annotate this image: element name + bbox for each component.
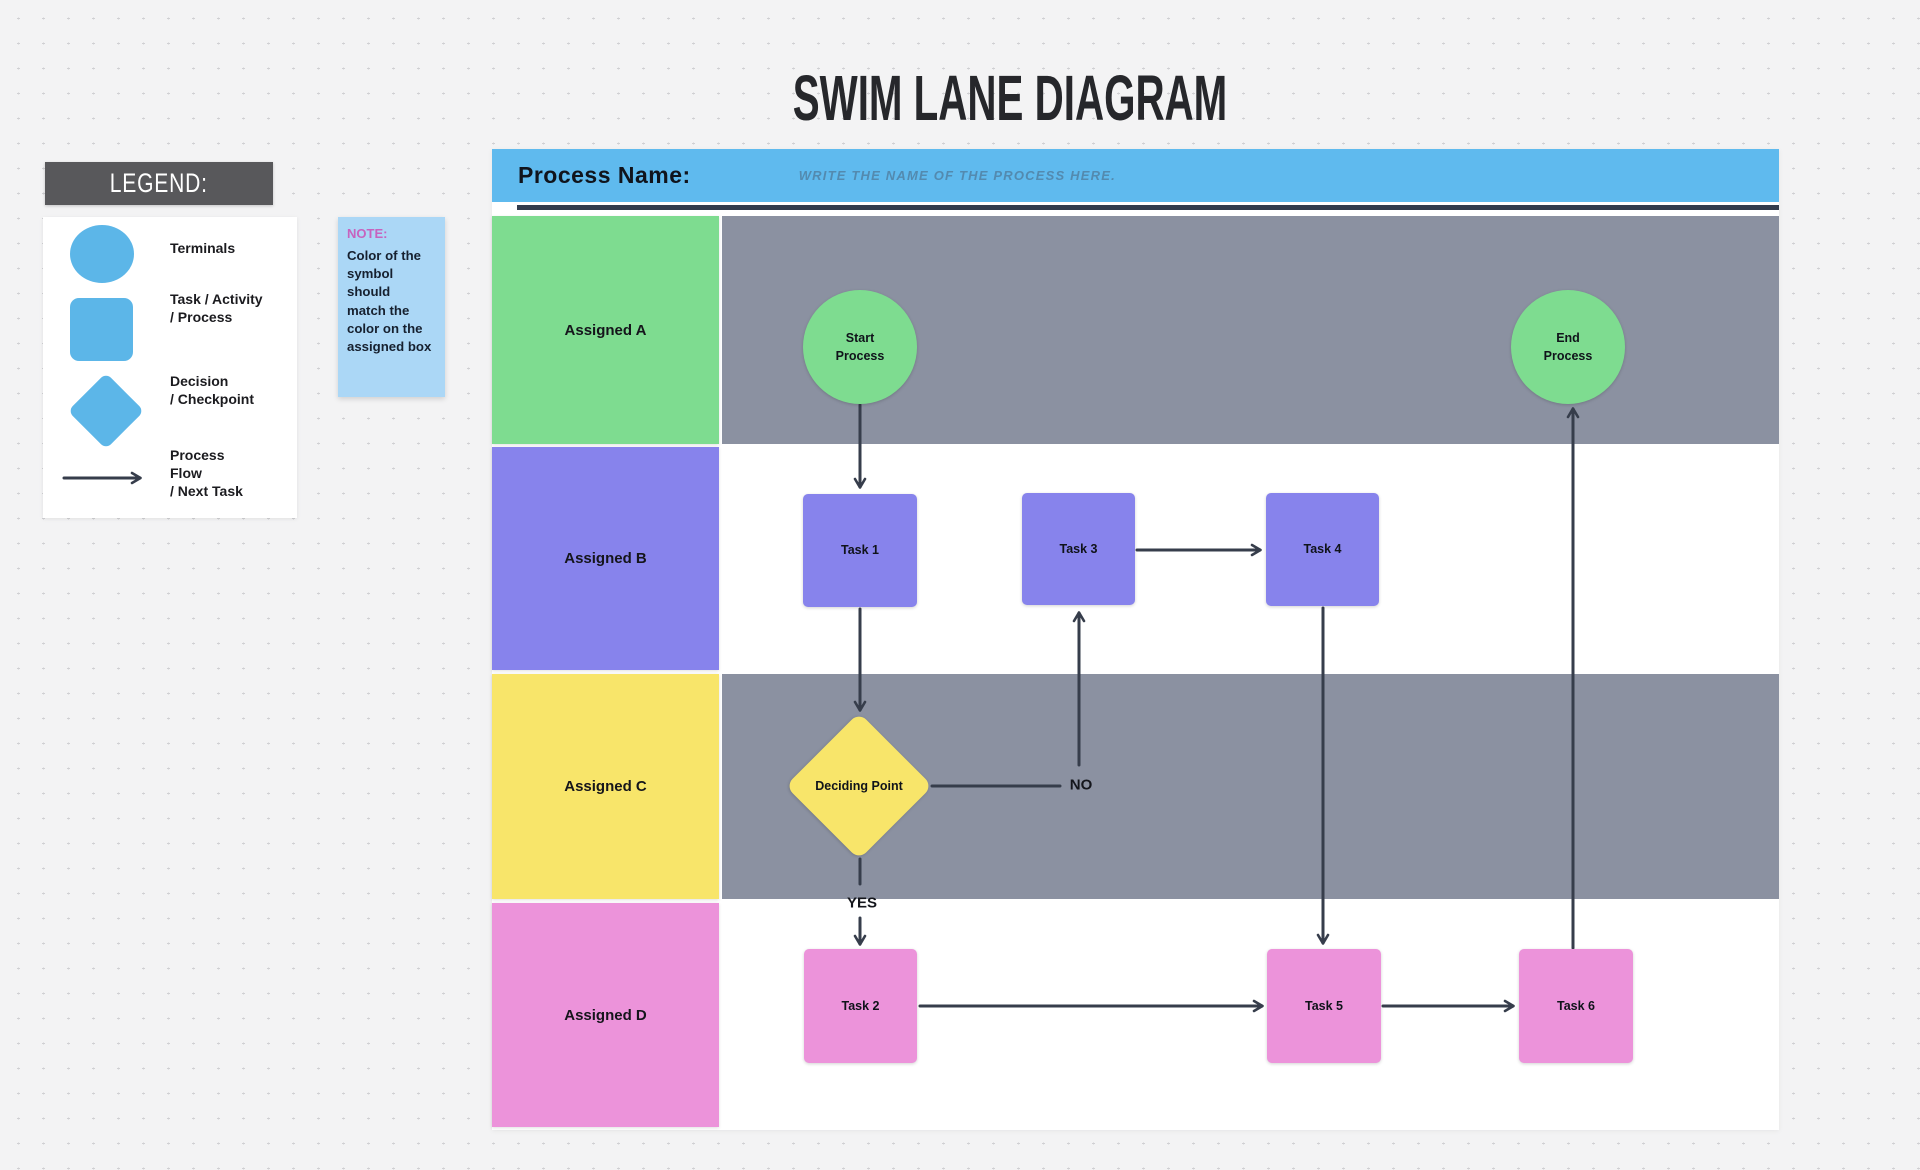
node-end-process[interactable]: End Process xyxy=(1511,290,1625,404)
legend-header-label: LEGEND: xyxy=(110,168,208,198)
process-name-header: Process Name: WRITE THE NAME OF THE PROC… xyxy=(492,149,1779,202)
process-name-placeholder[interactable]: WRITE THE NAME OF THE PROCESS HERE. xyxy=(798,168,1116,183)
node-task-3[interactable]: Task 3 xyxy=(1022,493,1135,605)
legend-item-task: Task / Activity / Process xyxy=(170,291,263,326)
legend-item-decision: Decision / Checkpoint xyxy=(170,373,255,408)
node-task-5[interactable]: Task 5 xyxy=(1267,949,1381,1063)
note-body: Color of the symbol should match the col… xyxy=(347,248,432,355)
node-task-3-label: Task 3 xyxy=(1059,541,1098,556)
page-title[interactable]: SWIM LANE DIAGRAM xyxy=(792,62,1228,134)
lane-label-assigned-c[interactable]: Assigned C xyxy=(492,674,719,899)
note-title: NOTE: xyxy=(347,226,388,241)
terminal-ellipse-icon xyxy=(70,225,134,283)
lane-label-assigned-d[interactable]: Assigned D xyxy=(492,903,719,1127)
node-task-2-label: Task 2 xyxy=(841,998,880,1013)
task-square-icon xyxy=(70,298,133,361)
lane-label-assigned-a[interactable]: Assigned A xyxy=(492,216,719,444)
node-task-1-label: Task 1 xyxy=(841,543,879,558)
flow-label-yes[interactable]: YES xyxy=(846,894,878,912)
node-task-4[interactable]: Task 4 xyxy=(1266,493,1379,606)
node-end-process-label: End Process xyxy=(1543,330,1593,363)
note-sticky[interactable]: NOTE: Color of the symbol should match t… xyxy=(338,217,445,397)
node-task-1[interactable]: Task 1 xyxy=(803,494,917,607)
node-task-6-label: Task 6 xyxy=(1557,998,1595,1013)
node-task-6[interactable]: Task 6 xyxy=(1519,949,1633,1063)
header-separator xyxy=(517,205,1779,210)
process-name-label[interactable]: Process Name: xyxy=(518,162,691,188)
node-task-4-label: Task 4 xyxy=(1303,542,1342,557)
legend-item-terminals: Terminals xyxy=(170,240,236,256)
node-start-process-label: Start Process xyxy=(835,330,885,363)
legend-header[interactable]: LEGEND: xyxy=(45,162,273,205)
node-start-process[interactable]: Start Process xyxy=(803,290,917,404)
node-deciding-point-label: Deciding Point xyxy=(815,778,903,793)
node-task-2[interactable]: Task 2 xyxy=(804,949,917,1063)
flow-label-no[interactable]: NO xyxy=(1069,776,1093,794)
legend-item-flow: Process Flow / Next Task xyxy=(170,447,243,500)
lane-label-assigned-b[interactable]: Assigned B xyxy=(492,447,719,670)
node-task-5-label: Task 5 xyxy=(1305,998,1343,1013)
